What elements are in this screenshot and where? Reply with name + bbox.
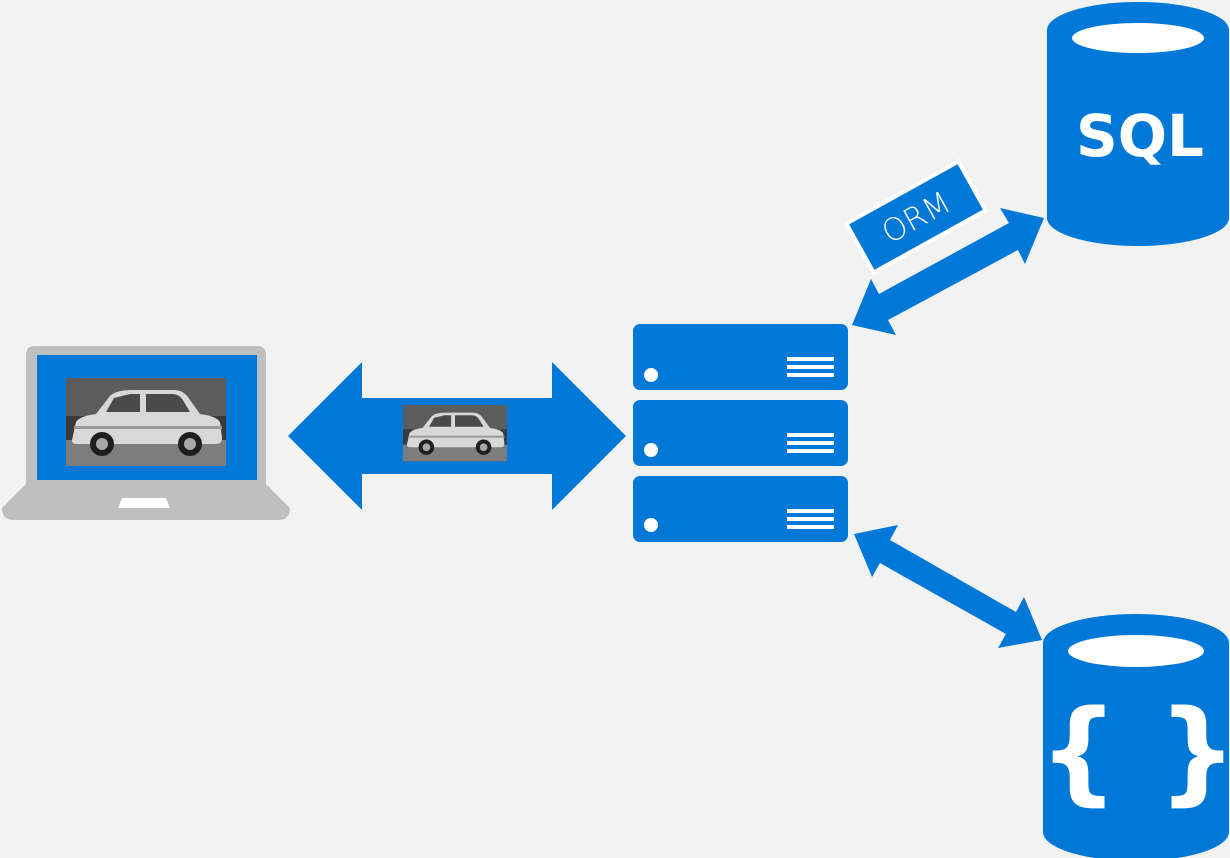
laptop-icon <box>2 346 290 520</box>
double-arrow-server-sql <box>852 208 1044 335</box>
document-database-icon: { } <box>1039 614 1230 858</box>
laptop-trackpad <box>118 498 170 508</box>
transfer-car-photo <box>403 405 507 462</box>
orm-label-badge: ORM <box>843 158 989 276</box>
server-unit <box>633 476 848 542</box>
double-arrow-client-server <box>288 362 626 510</box>
double-arrow-server-document-db <box>854 525 1042 648</box>
laptop-car-photo <box>66 378 226 466</box>
document-db-braces-label: { } <box>1039 687 1230 817</box>
server-stack-icon <box>633 324 848 542</box>
sql-database-icon: SQL <box>1047 2 1229 246</box>
sql-label: SQL <box>1076 102 1204 170</box>
server-unit <box>633 324 848 390</box>
server-unit <box>633 400 848 466</box>
